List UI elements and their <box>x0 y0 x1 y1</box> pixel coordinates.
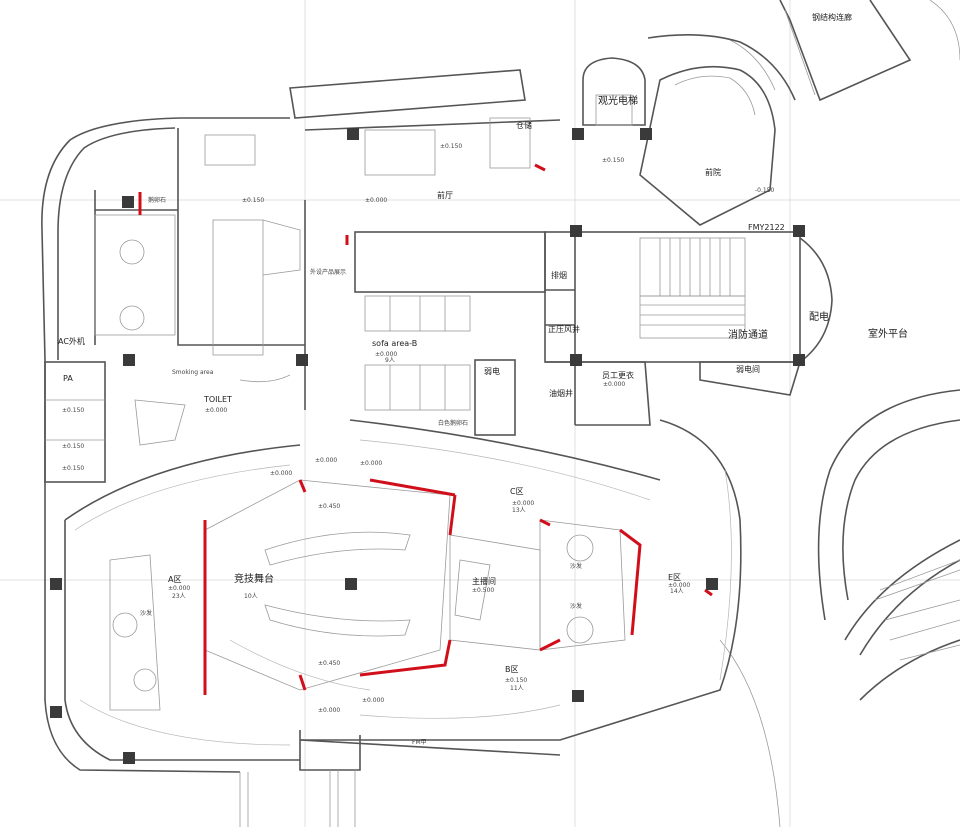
label-fire-passage: 消防通道 <box>728 328 768 341</box>
label-pressure-shaft: 正压风井 <box>548 324 580 334</box>
bottom-lines <box>239 770 356 827</box>
label-weak-power: 弱电 <box>484 366 500 376</box>
elevation-tag: ±0.000 <box>362 697 384 704</box>
label-steel-corridor: 钢结构连廊 <box>812 12 852 22</box>
label-b-people: 11人 <box>510 685 524 692</box>
elevation-tag: ±0.150 <box>602 157 624 164</box>
elevation-tag: ±0.150 <box>242 197 264 204</box>
elevation-tag: ±0.150 <box>62 465 84 472</box>
label-e-people: 14人 <box>670 588 684 595</box>
label-c-zone: C区 <box>510 487 524 496</box>
building-envelope <box>41 69 561 773</box>
label-b-zone: B区 <box>505 665 519 674</box>
label-marble: 鹅卵石 <box>148 196 166 204</box>
elevation-tag: ±0.150 <box>62 407 84 414</box>
label-e-zone: E区 <box>668 573 681 582</box>
red-wall-segments <box>138 163 713 695</box>
label-sofa-b-people: 9人 <box>385 357 395 364</box>
label-a-people: 23人 <box>172 593 186 600</box>
label-weak-power-room: 弱电间 <box>736 364 760 374</box>
elevation-tag: ±0.500 <box>472 587 494 594</box>
elevation-tag: ±0.000 <box>205 407 227 414</box>
elevation-tag: ±0.450 <box>318 660 340 667</box>
elevation-tag: ±0.000 <box>315 457 337 464</box>
label-sofa-2: 沙发 <box>570 602 582 610</box>
steel-corridor <box>779 0 960 102</box>
label-c-people: 13人 <box>512 507 526 514</box>
label-power: 配电 <box>809 310 829 323</box>
label-oil-smoke-shaft: 油烟井 <box>549 388 573 398</box>
label-fmy: FMY2122 <box>748 223 785 232</box>
room-labels: 钢结构连廊 观光电梯 仓储 前厅 前院 FMY2122 消防通道 排烟 正压风井… <box>58 12 908 746</box>
label-ac-unit: AC外机 <box>58 336 85 346</box>
seating <box>74 439 732 746</box>
lobby <box>94 117 546 436</box>
label-mark: FM甲 <box>412 739 427 746</box>
label-front-hall: 前厅 <box>437 190 453 200</box>
label-forecourt: 前院 <box>705 167 721 177</box>
elevation-tag: ±0.000 <box>375 351 397 358</box>
elevation-tag: ±0.000 <box>318 707 340 714</box>
label-pa: PA <box>63 374 73 383</box>
elevation-tag: ±0.450 <box>318 503 340 510</box>
elevation-tag: ±0.000 <box>668 582 690 589</box>
toilet-area <box>44 361 291 483</box>
label-a-zone: A区 <box>168 575 181 584</box>
elevation-tag: ±0.000 <box>360 460 382 467</box>
elevation-tag: ±0.150 <box>505 677 527 684</box>
label-sofa-area-b: sofa area-B <box>372 339 417 348</box>
label-smoking-area: Smoking area <box>172 369 214 376</box>
label-product-display: 外设产品展示 <box>310 268 346 276</box>
elevation-tag: ±0.000 <box>270 470 292 477</box>
label-staff-changing: 员工更衣 <box>602 370 634 380</box>
elevation-tag: -0.150 <box>755 187 775 194</box>
label-exhaust: 排烟 <box>551 270 567 280</box>
elevation-labels: ±0.150 ±0.000 ±0.150 ±0.150 -0.150 ±0.00… <box>62 143 775 714</box>
elevation-tag: ±0.150 <box>62 443 84 450</box>
label-sightseeing-elevator: 观光电梯 <box>598 94 638 107</box>
elevation-tag: ±0.150 <box>440 143 462 150</box>
outdoor-platform <box>719 389 960 827</box>
label-stage-people: 10人 <box>244 593 258 600</box>
fire-stair-core <box>544 231 833 426</box>
elevator-area <box>582 34 796 226</box>
elevation-tag: ±0.000 <box>512 500 534 507</box>
label-broadcast: 主播间 <box>472 576 496 586</box>
label-sofa-1: 沙发 <box>570 562 582 570</box>
label-sofa-left: 沙发 <box>140 609 152 617</box>
label-outdoor-platform: 室外平台 <box>868 327 908 340</box>
label-stage: 竞技舞台 <box>234 572 274 585</box>
elevation-tag: ±0.000 <box>365 197 387 204</box>
label-white-marble: 白色鹅卵石 <box>438 419 468 427</box>
label-toilet: TOILET <box>203 395 232 404</box>
label-storage: 仓储 <box>516 120 532 130</box>
elevation-tag: ±0.000 <box>168 585 190 592</box>
elevation-tag: ±0.000 <box>603 381 625 388</box>
columns <box>50 128 805 764</box>
